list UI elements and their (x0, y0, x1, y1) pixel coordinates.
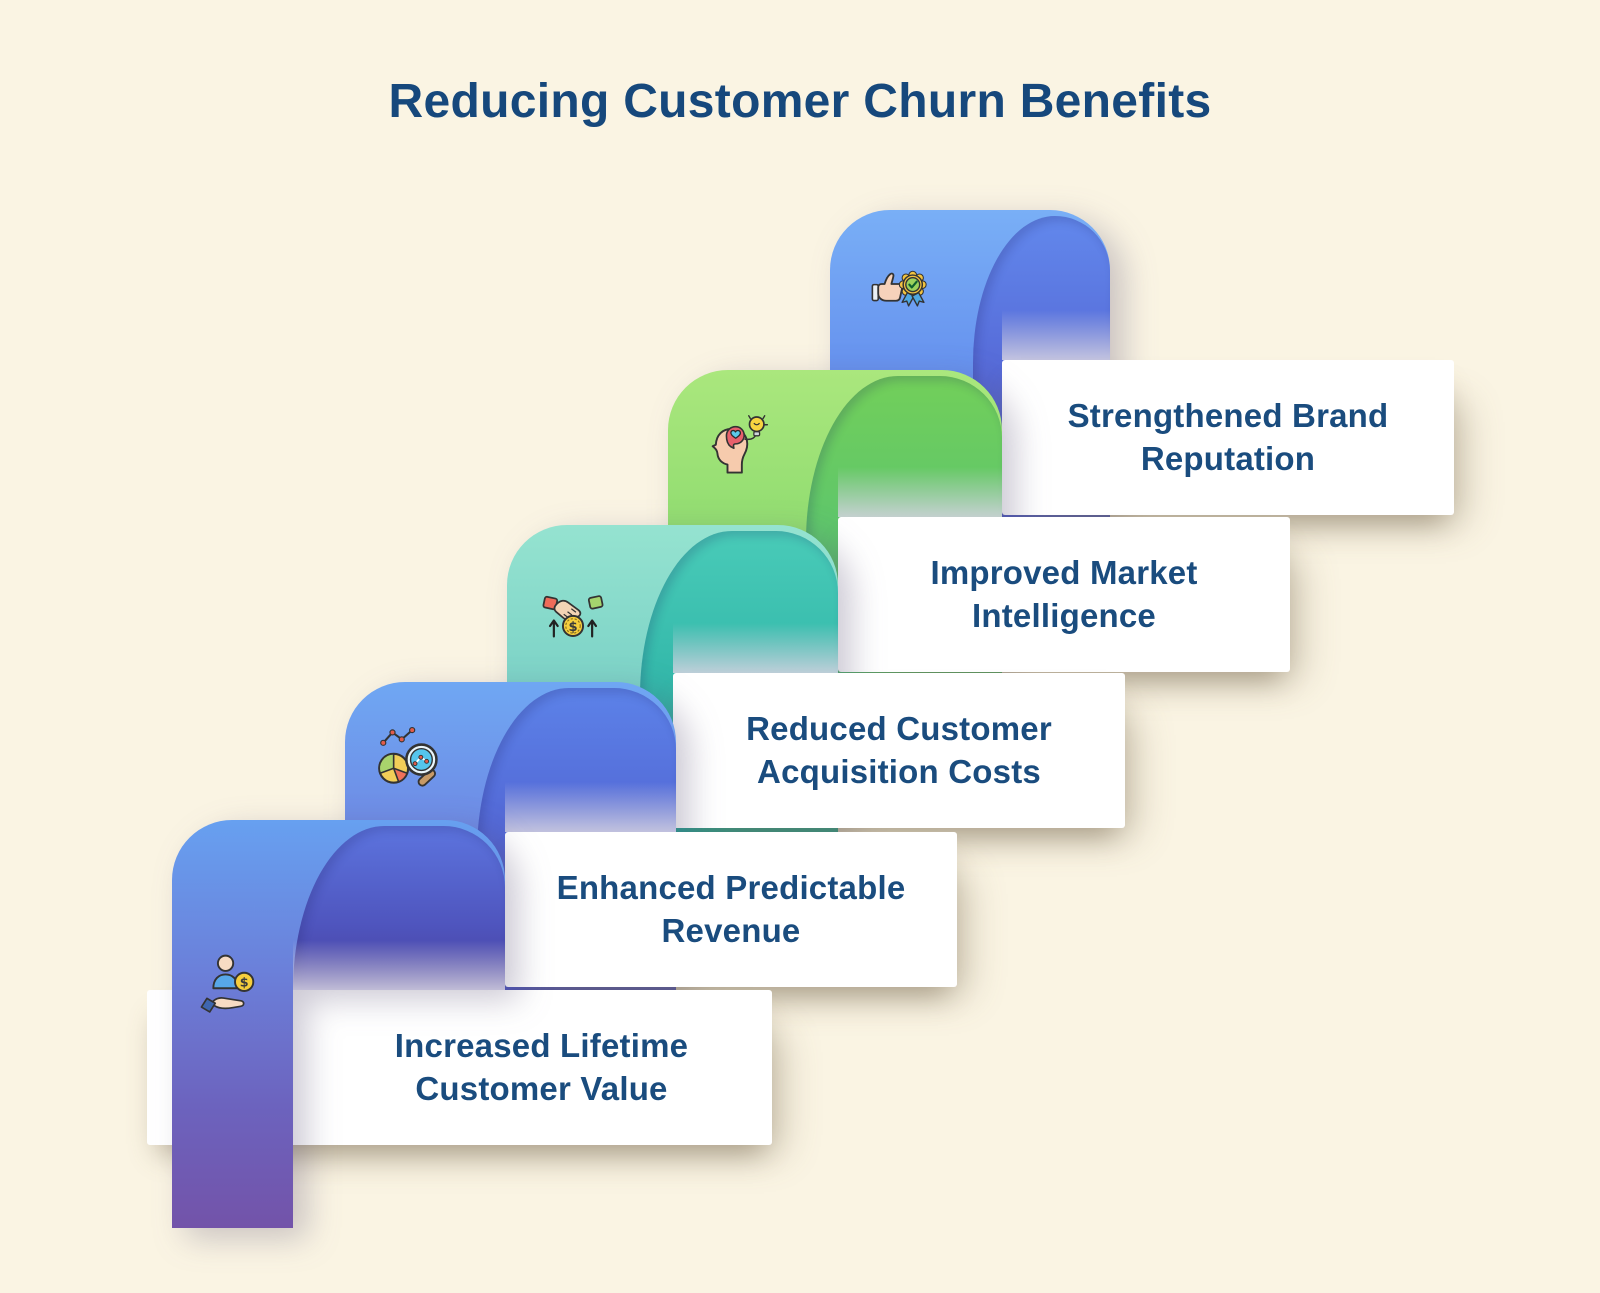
benefit-label: Strengthened Brand Reputation (1067, 397, 1389, 477)
benefit-label: Enhanced Predictable Revenue (556, 869, 906, 949)
arch-fog (838, 467, 1002, 517)
arch-fog (673, 623, 838, 673)
benefit-card-enhanced-predictable-revenue: Enhanced Predictable Revenue (505, 832, 957, 987)
person-coin-hand-icon: $ (200, 954, 255, 1013)
svg-text:$: $ (240, 976, 249, 991)
chart-magnifier-icon (378, 726, 438, 787)
benefit-card-improved-market-intelligence: Improved Market Intelligence (838, 517, 1290, 672)
benefit-card-strengthened-brand-reputation: Strengthened Brand Reputation (1002, 360, 1454, 515)
benefit-label: Increased Lifetime Customer Value (394, 1027, 689, 1107)
svg-text:$: $ (568, 620, 577, 635)
page-title: Reducing Customer Churn Benefits (388, 75, 1212, 128)
benefit-label: Improved Market Intelligence (930, 554, 1198, 634)
arch-fog (1002, 310, 1110, 360)
head-idea-icon (711, 415, 769, 474)
benefit-card-reduced-customer-acquisition-costs: Reduced Customer Acquisition Costs (673, 673, 1125, 828)
arch-fog (293, 940, 505, 990)
arch-fog (505, 782, 676, 832)
handshake-coin-icon: $ (542, 595, 604, 638)
thumbs-up-badge-icon (871, 270, 927, 307)
benefit-label: Reduced Customer Acquisition Costs (746, 710, 1052, 790)
arch-increased-lifetime-customer-value: $ (172, 820, 505, 1228)
